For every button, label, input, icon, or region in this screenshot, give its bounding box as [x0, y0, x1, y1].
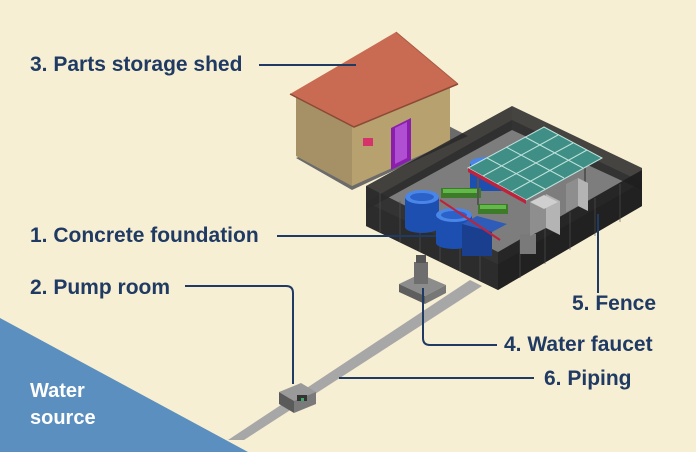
water-source-line1: Water [30, 380, 85, 402]
water-source-area [0, 318, 248, 452]
label-concrete-foundation: 1. Concrete foundation [30, 224, 259, 247]
label-piping: 6. Piping [544, 367, 632, 390]
leader-lines [185, 64, 599, 384]
label-fence: 5. Fence [572, 292, 657, 315]
pump-room [279, 383, 316, 413]
label-water-faucet: 4. Water faucet [504, 333, 653, 356]
control-cabinets [530, 178, 588, 236]
solar-canopy [466, 126, 604, 226]
label-pump-room: 2. Pump room [30, 276, 171, 299]
water-source-label: Water source [30, 378, 96, 432]
water-faucet [399, 255, 446, 304]
label-parts-storage-shed: 3. Parts storage shed [30, 53, 243, 76]
piping [228, 280, 482, 440]
storage-shed [289, 31, 468, 190]
water-source-line2: source [30, 407, 96, 429]
